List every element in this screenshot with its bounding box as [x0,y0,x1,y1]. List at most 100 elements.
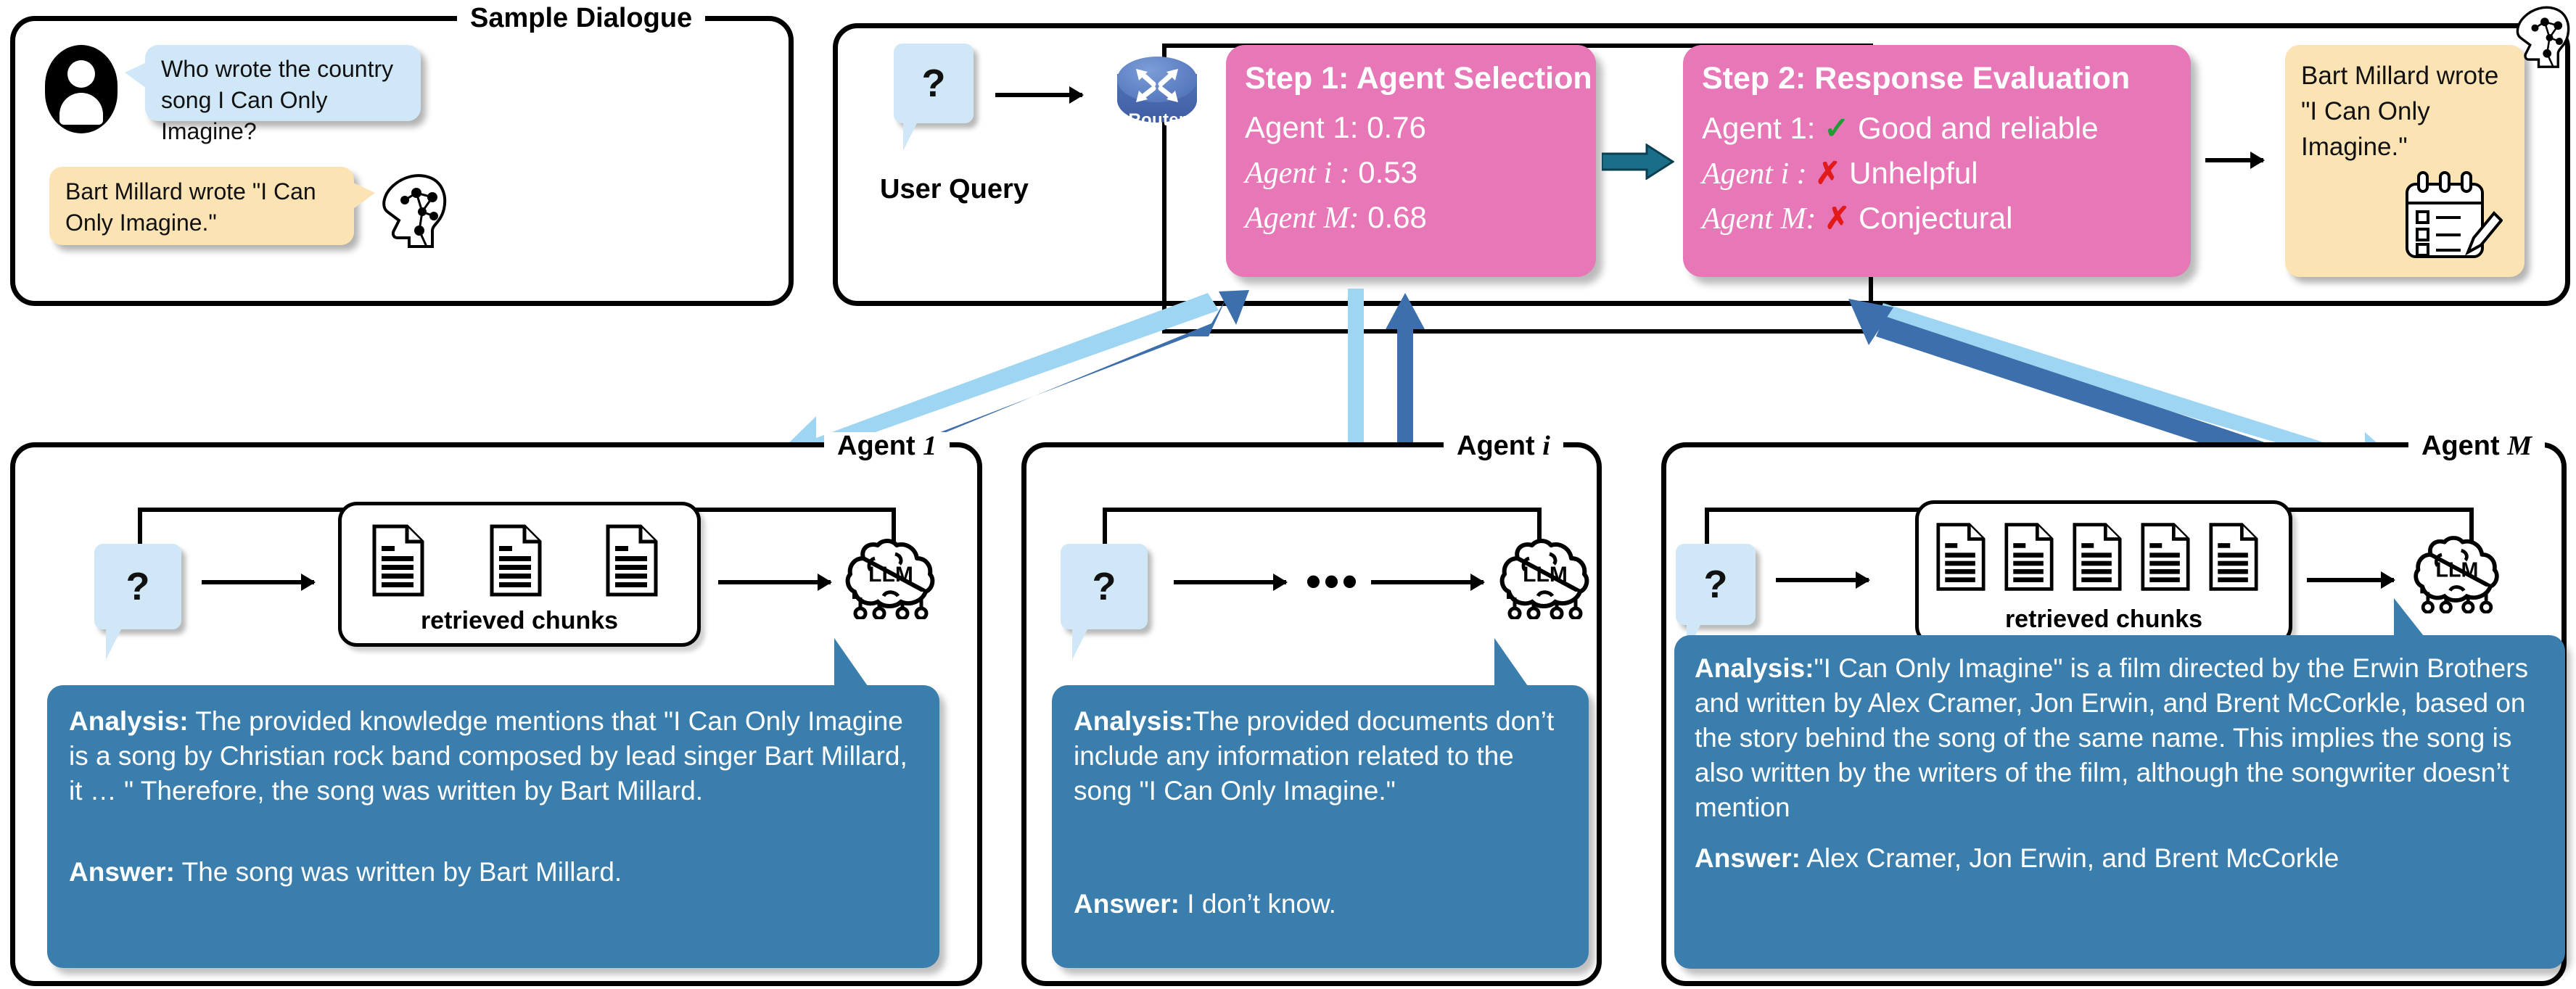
question-mark-glyph: ? [1092,565,1116,608]
notepad-pencil-icon [2406,171,2503,258]
agent-1-retrieved-chunks-box: retrieved chunks [338,502,701,647]
agent-1-arrow-query-to-chunks [202,580,314,584]
final-answer-card: Bart Millard wrote "I Can Only Imagine." [2285,45,2524,277]
agent-1-answer: Answer: The song was written by Bart Mil… [69,855,918,890]
agent-m-chunks-label: retrieved chunks [2004,605,2203,633]
agent-m-loop-right [2469,508,2474,550]
step1-agent-label: Agent 1: [1245,110,1359,144]
arrow-dispatch-agent1 [782,293,1219,471]
agent-m-query-bubble: ? [1676,544,1756,625]
step2-agent-label: Agent i : [1702,157,1807,191]
document-icon [372,524,424,597]
agent-i-arrow-right [1371,580,1484,584]
agent-i-arrow-left [1174,580,1286,584]
step2-verdict: Good and reliable [1858,111,2099,145]
agent-i-title-index: i [1542,431,1550,461]
agent-m-retrieved-chunks-box: retrieved chunks [1915,500,2292,645]
agent-1-query-tail [106,628,131,660]
arrow-step1-to-step2 [1602,144,1674,180]
step2-agent-label: Agent M: [1702,202,1816,236]
arrow-dispatch-agent-m [1875,303,2403,484]
step2-title: Step 2: Response Evaluation [1702,61,2131,96]
agent-i-loop-right [1537,508,1542,551]
agent-m-loop-left [1705,508,1709,558]
answer-label: Answer: [69,857,175,887]
step1-agent-score: 0.53 [1358,155,1418,189]
document-icon [2073,523,2122,591]
user-message-text: Who wrote the country song I Can Only Im… [161,56,394,145]
agent-m-analysis: Analysis:"I Can Only Imagine" is a film … [1695,651,2545,825]
loop-line-bottom [1162,329,1873,334]
step1-title: Step 1: Agent Selection [1245,61,1592,96]
user-query-bubble: ? [894,44,974,123]
question-mark-glyph: ? [1703,563,1728,606]
step1-agent-score: 0.68 [1367,200,1427,234]
agent-i-query-tail [1072,628,1097,660]
llm-label: LLM [2436,558,2479,582]
agent-1-chunks-label: retrieved chunks [420,607,619,634]
analysis-text: "I Can Only Imagine" is a film directed … [1695,653,2529,823]
step2-row: Agent M: ✗ Conjectural [1702,200,2012,236]
answer-text: Alex Cramer, Jon Erwin, and Brent McCork… [1800,843,2340,874]
agent-1-loop-right [892,508,896,551]
agent-i-query-bubble: ? [1061,544,1148,629]
arrow-response-agent-i [1386,293,1425,479]
analysis-text: The provided knowledge mentions that "I … [69,706,908,806]
arrow-query-to-router [995,93,1082,97]
agent-1-analysis-card: Analysis: The provided knowledge mention… [47,685,939,968]
agent-1-arrow-chunks-to-llm [718,580,831,584]
arrow-response-agent1 [827,290,1249,476]
step2-row: Agent i : ✗ Unhelpful [1702,155,1978,191]
question-mark-glyph: ? [921,62,946,105]
answer-label: Answer: [1074,889,1180,919]
agent-1-title: Agent 1 [824,432,950,460]
document-icon [1936,523,1986,591]
agent-m-title-prefix: Agent [2421,431,2500,461]
head-knowledge-graph-icon [382,174,447,248]
router-icon: Router [1117,57,1197,135]
answer-text: The song was written by Bart Millard. [174,857,622,887]
agent-i-ellipsis: ••• [1306,557,1361,605]
question-mark-glyph: ? [125,565,150,608]
answer-text: I don’t know. [1179,889,1336,919]
arrow-step2-to-answer [2205,158,2263,162]
document-icon [2004,523,2054,591]
agent-m-arrow-chunks-to-llm [2307,578,2394,582]
step2-row: Agent 1: ✓ Good and reliable [1702,110,2099,146]
step1-agent-score: 0.76 [1367,110,1426,144]
analysis-label: Analysis: [1074,706,1193,736]
analysis-label: Analysis: [1695,653,1814,683]
document-icon [490,524,542,597]
check-icon: ✓ [1824,111,1850,145]
step1-row: Agent M: 0.68 [1245,200,1427,236]
llm-brain-icon: LLM [845,539,935,619]
step1-row: Agent i : 0.53 [1245,155,1417,191]
user-query-label: User Query [880,174,1029,204]
step1-agent-label: Agent i : [1245,157,1350,190]
document-icon [2141,523,2190,591]
agent-i-answer: Answer: I don’t know. [1074,887,1567,922]
step2-agent-label: Agent 1: [1702,111,1816,145]
llm-label: LLM [868,563,913,587]
agent-i-title: Agent i [1444,432,1563,460]
agent-i-loop-top [1103,508,1542,512]
step2-verdict: Conjectural [1859,201,2013,235]
llm-label: LLM [1523,563,1568,587]
document-icon [2209,523,2258,591]
analysis-label: Analysis: [69,706,189,736]
agent-m-title: Agent M [2408,431,2546,461]
final-answer-text: Bart Millard wrote "I Can Only Imagine." [2301,62,2499,161]
loop-line-left [1162,44,1166,334]
agent-m-answer: Answer: Alex Cramer, Jon Erwin, and Bren… [1695,841,2545,876]
sample-dialogue-title: Sample Dialogue [457,4,706,32]
user-avatar-icon [45,45,118,133]
agent-m-arrow-query-to-chunks [1776,578,1869,582]
cross-icon: ✗ [1815,156,1841,190]
analysis-text: The provided documents don’t include any… [1074,706,1555,806]
user-query-bubble-tail [903,122,926,151]
router-label: Router [1128,109,1186,130]
head-knowledge-graph-icon [2516,6,2570,68]
document-icon [606,524,658,597]
agent-m-title-index: M [2507,431,2532,461]
